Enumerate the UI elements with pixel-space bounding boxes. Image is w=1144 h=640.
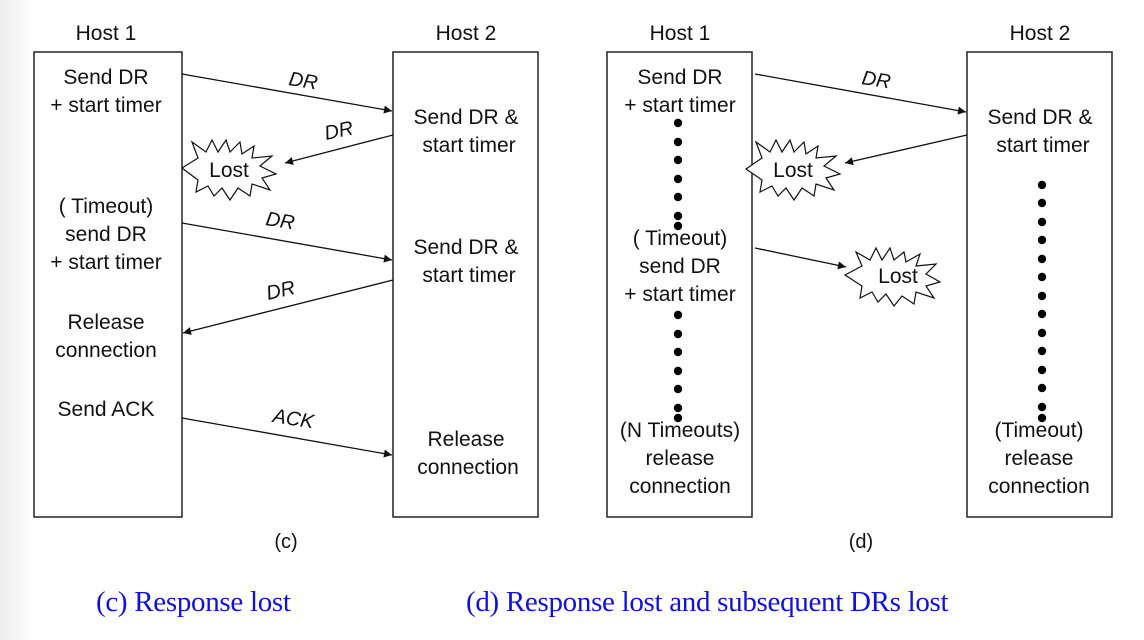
host1-event-connection: connection — [55, 339, 157, 362]
host1-title: Host 1 — [650, 22, 711, 45]
lost-burst-d-2: Lost — [843, 246, 942, 308]
host1-timeline-box — [33, 51, 183, 518]
host2-event-start-timer-2: start timer — [422, 264, 515, 287]
message-arrow-dr-2 — [844, 134, 968, 166]
host2-event-timeout: (Timeout) — [994, 419, 1083, 442]
host1-ellipsis-dots-lower — [673, 310, 683, 423]
lost-label: Lost — [878, 265, 918, 288]
host1-event-send-dr-2: send DR — [65, 223, 147, 246]
lost-label: Lost — [773, 159, 813, 182]
lost-label: Lost — [209, 159, 249, 182]
message-arrow-dr-1 — [181, 73, 393, 114]
host2-event-start-timer: start timer — [996, 134, 1089, 157]
message-label-dr-2: DR — [322, 117, 355, 145]
host2-timeline-box — [966, 51, 1113, 518]
host2-timeline-box — [392, 51, 539, 518]
host1-event-send-dr-2: send DR — [639, 255, 721, 278]
host2-event-send-dr: Send DR & — [413, 106, 518, 129]
host1-event-release: release — [646, 447, 715, 470]
lost-burst-c: Lost — [180, 138, 278, 202]
host1-event-start-timer: + start timer — [50, 94, 161, 117]
host2-event-connection: connection — [988, 475, 1090, 498]
panel-sublabel-c: (c) — [274, 531, 297, 553]
host1-event-send-dr: Send DR — [63, 66, 148, 89]
host2-event-release: Release — [427, 428, 504, 451]
message-label-dr-1: DR — [287, 68, 319, 94]
lost-burst-d-1: Lost — [744, 138, 842, 202]
host1-event-timeout: ( Timeout) — [59, 195, 154, 218]
host2-ellipsis-dots — [1037, 180, 1047, 423]
message-arrow-dr-3 — [181, 222, 393, 263]
message-arrow-ack — [181, 417, 393, 458]
message-arrow-dr-2 — [284, 134, 394, 165]
message-label-ack: ACK — [270, 405, 317, 434]
host1-event-send-dr: Send DR — [637, 66, 722, 89]
host1-ellipsis-dots-upper — [673, 118, 683, 231]
message-label-dr-3: DR — [264, 208, 296, 234]
host2-event-send-dr-2: Send DR & — [413, 236, 518, 259]
panel-sublabel-d: (d) — [849, 531, 873, 553]
caption-d: (d) Response lost and subsequent DRs los… — [466, 586, 949, 618]
host2-event-start-timer: start timer — [422, 134, 515, 157]
host1-timeline-box — [606, 51, 753, 518]
message-label-dr-4: DR — [264, 277, 297, 305]
host1-event-send-ack: Send ACK — [58, 398, 155, 421]
panel-c: Host 1 Host 2 Send DR + start timer ( Ti… — [33, 22, 539, 553]
message-arrow-dr-3 — [754, 247, 847, 270]
host1-event-start-timer-2: + start timer — [50, 251, 161, 274]
host1-event-start-timer-2: + start timer — [624, 283, 735, 306]
message-arrow-dr-1 — [754, 73, 967, 115]
host1-event-timeout: ( Timeout) — [633, 227, 728, 250]
caption-c: (c) Response lost — [96, 586, 291, 618]
host2-event-connection: connection — [417, 456, 519, 479]
host2-title: Host 2 — [436, 22, 497, 45]
lost-burst-icon — [180, 138, 278, 202]
panel-d: Host 1 Host 2 Send DR + start timer ( Ti… — [606, 22, 1113, 553]
host1-event-connection: connection — [629, 475, 731, 498]
message-arrow-dr-4 — [182, 279, 394, 335]
host1-title: Host 1 — [76, 22, 137, 45]
host2-event-release: release — [1005, 447, 1074, 470]
host1-event-n-timeouts: (N Timeouts) — [620, 419, 740, 442]
host2-event-send-dr: Send DR & — [987, 106, 1092, 129]
host1-event-start-timer: + start timer — [624, 94, 735, 117]
message-label-dr-1: DR — [860, 67, 892, 93]
lost-burst-icon — [843, 246, 942, 308]
lost-burst-icon — [744, 138, 842, 202]
host2-title: Host 2 — [1010, 22, 1071, 45]
host1-event-release: Release — [67, 311, 144, 334]
